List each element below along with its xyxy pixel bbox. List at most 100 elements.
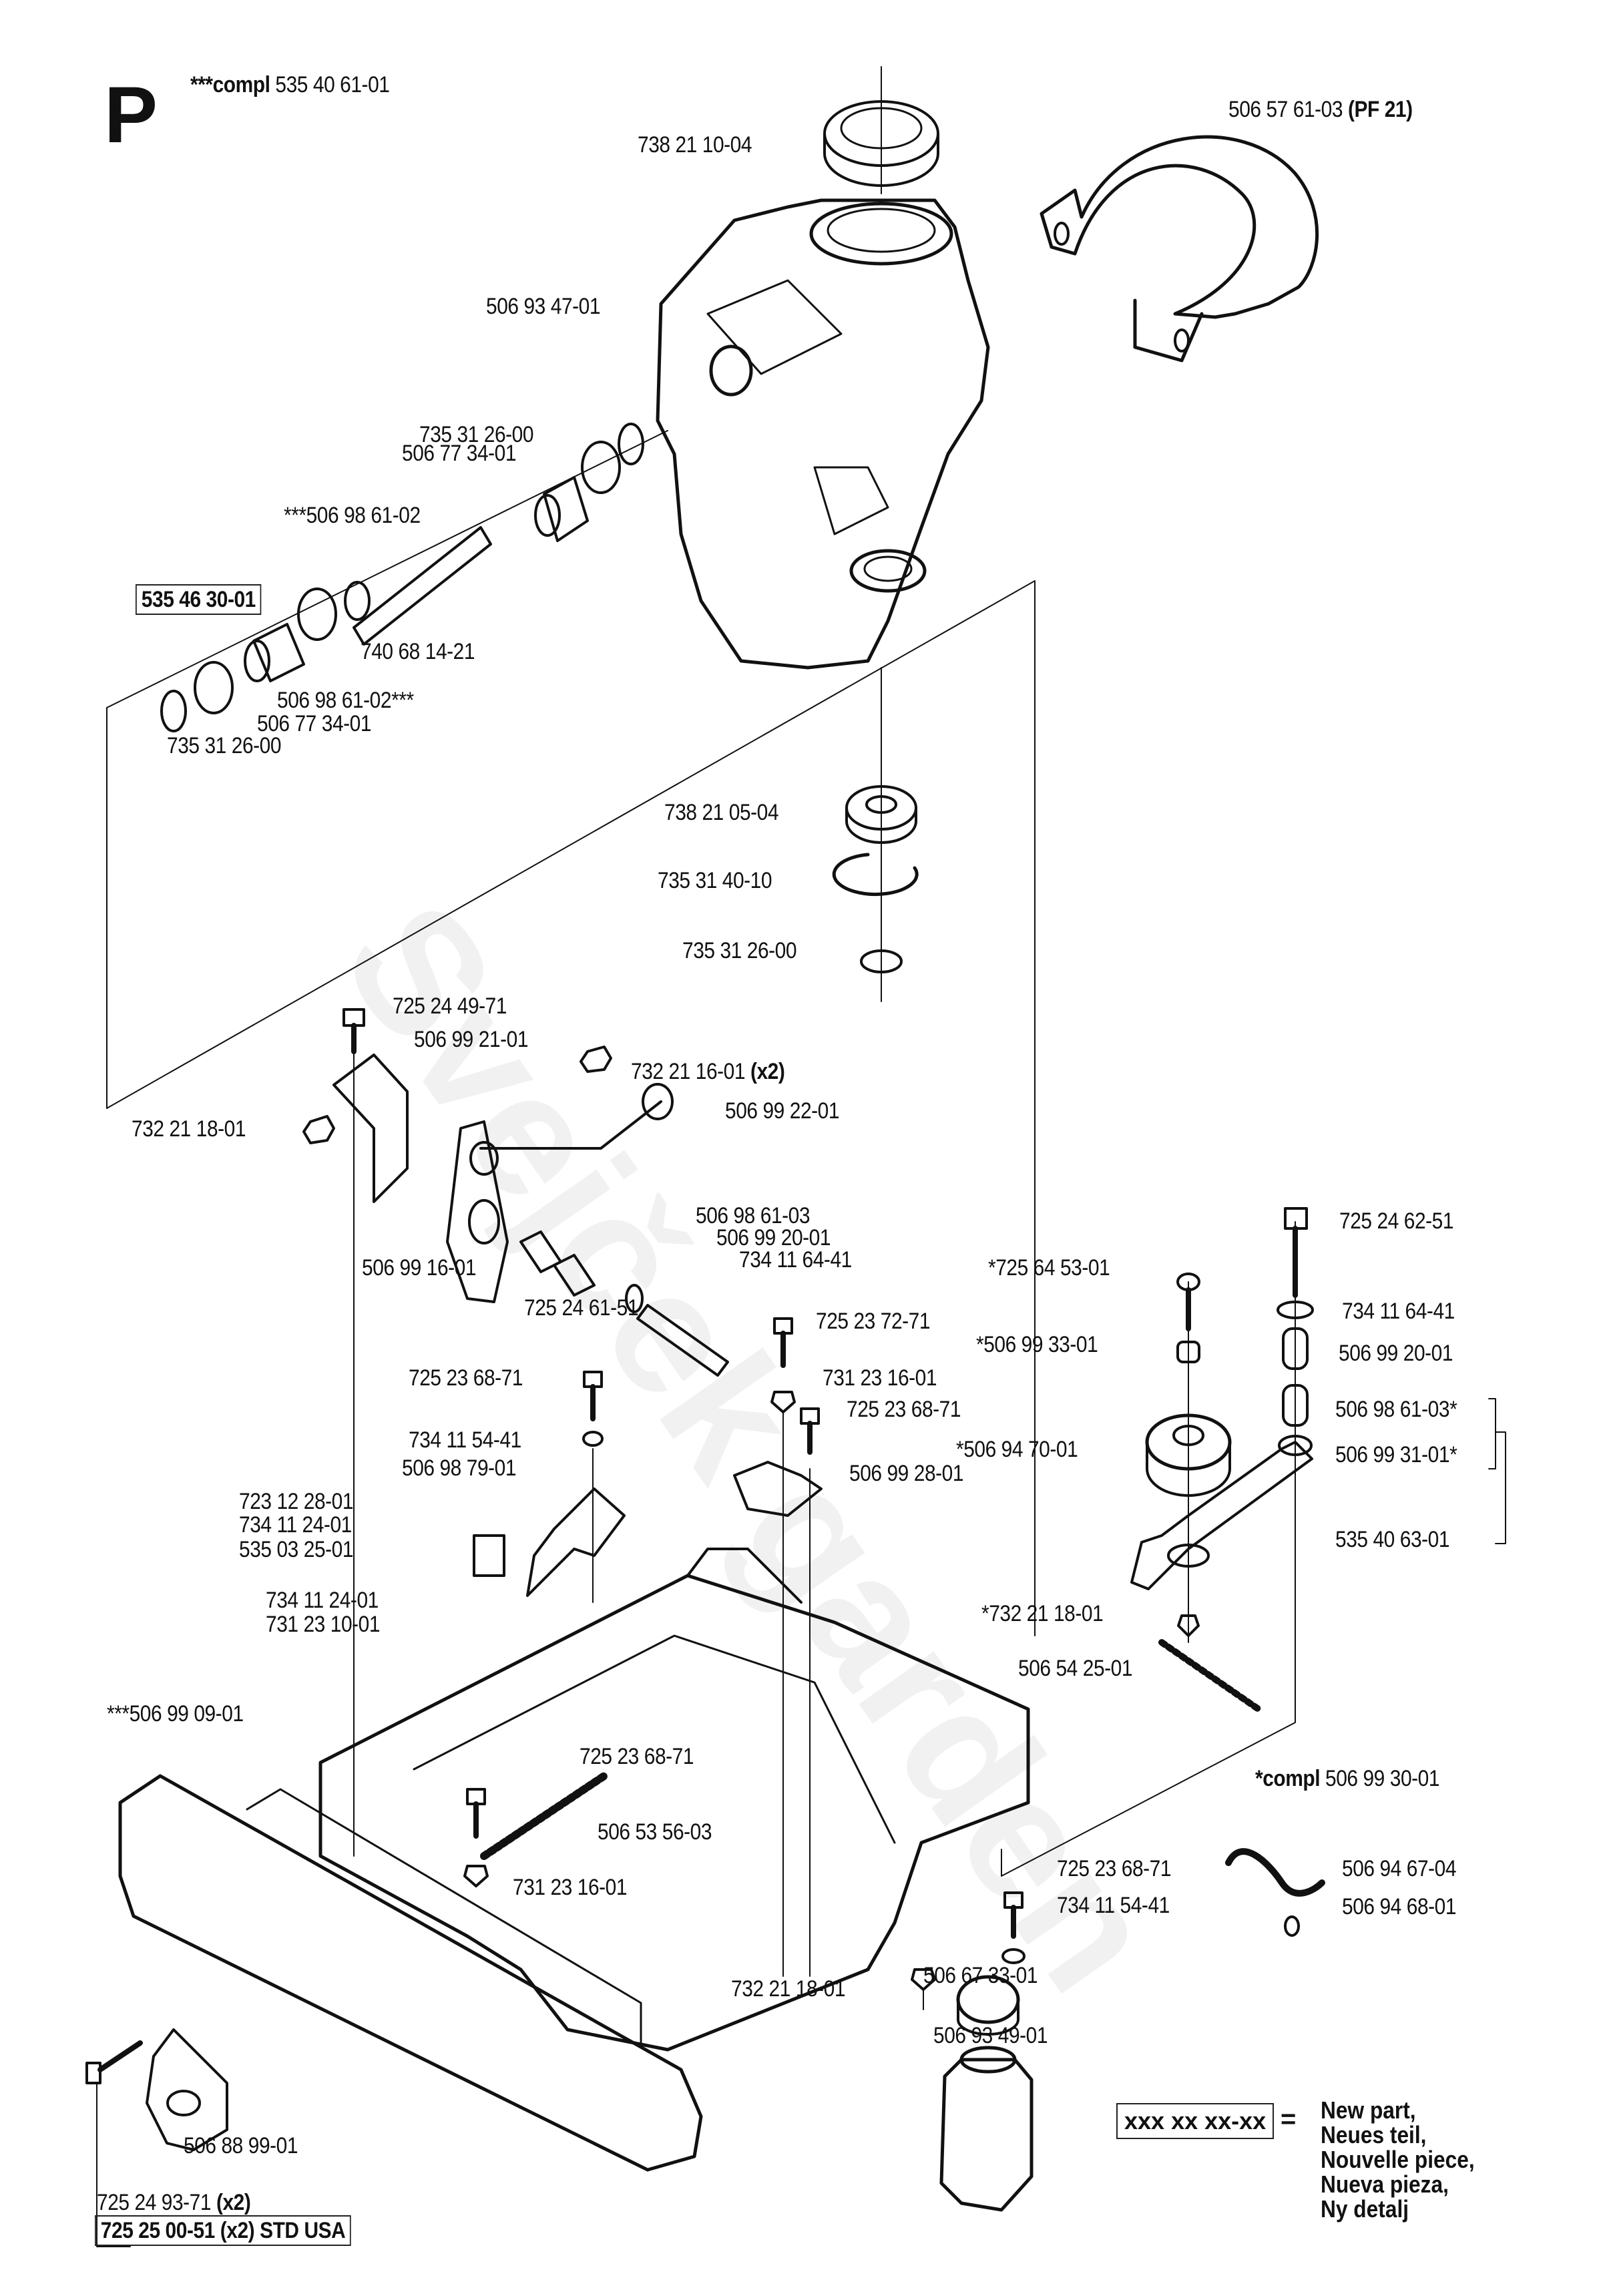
part-label[interactable]: 734 11 24-01 [266,1588,379,1613]
part-label[interactable]: 725 24 93-71 (x2) [97,2190,251,2215]
nut-icon-right [1177,1614,1200,1637]
part-label[interactable]: 734 11 64-41 [1342,1299,1455,1324]
rod-end-icon [469,1083,674,1176]
part-label[interactable]: 732 21 18-01 [731,1976,846,2002]
part-suffix: (PF 21) [1347,97,1413,122]
part-label[interactable]: 725 23 68-71 [409,1365,523,1391]
part-label[interactable]: 725 23 68-71 [1057,1856,1172,1881]
part-label[interactable]: *725 64 53-01 [988,1255,1110,1281]
assembly-title: ***compl 535 40 61-01 [190,72,390,97]
part-label[interactable]: *732 21 18-01 [981,1601,1104,1626]
part-label[interactable]: 734 11 54-41 [1057,1893,1170,1918]
part-label[interactable]: 735 31 40-10 [658,868,772,893]
bolt-icon-3 [800,1407,820,1977]
subassembly-number: 506 99 30-01 [1325,1766,1440,1791]
part-label[interactable]: 506 99 16-01 [362,1255,477,1281]
legend-line: Nueva pieza, [1321,2170,1449,2198]
part-label[interactable]: 506 99 28-01 [849,1461,964,1486]
part-label[interactable]: 735 31 26-00 [167,733,282,758]
part-label[interactable]: 506 99 22-01 [725,1098,840,1124]
legend-line: Ny detalj [1321,2195,1409,2223]
part-label[interactable]: 535 40 63-01 [1335,1527,1450,1552]
part-label[interactable]: 732 21 18-01 [132,1116,246,1142]
part-label[interactable]: 506 77 34-01 [257,711,372,736]
part-label[interactable]: 506 67 33-01 [923,1963,1038,1988]
bumper-bracket-icon [146,2028,228,2151]
bolt-small-icon [1176,1273,1200,1363]
part-label[interactable]: ***506 98 61-02 [284,503,421,528]
part-label[interactable]: 506 93 47-01 [486,294,601,319]
bolt-icon [343,1008,365,1054]
part-label[interactable]: *506 99 33-01 [976,1332,1098,1357]
legend-equals: = [1281,2104,1297,2134]
part-label[interactable]: 506 94 68-01 [1342,1894,1457,1919]
washer-icon [1277,1301,1314,1319]
part-label[interactable]: 734 11 24-01 [239,1512,352,1538]
part-label[interactable]: 506 99 20-01 [1339,1341,1453,1366]
part-label[interactable]: 506 98 79-01 [402,1455,517,1481]
bolt-icon-4 [582,1371,604,1603]
spacer-icon-right-1 [1282,1327,1309,1370]
bearing-top-icon [823,100,939,187]
part-label[interactable]: 506 57 61-03 (PF 21) [1228,97,1413,122]
plate-bracket-icon [733,1461,823,1517]
leader-frame-line [106,580,1036,1636]
leader-frame-right [1001,1568,1296,1877]
clamp-bracket-icon [1040,135,1319,363]
part-label[interactable]: 725 24 62-51 [1339,1208,1454,1234]
part-label[interactable]: 506 54 25-01 [1018,1656,1133,1681]
part-label-new[interactable]: 725 25 00-51 (x2) STD USA [95,2215,352,2246]
section-letter: P [104,70,158,160]
part-label[interactable]: 725 24 49-71 [393,993,507,1019]
part-label[interactable]: 506 98 61-03* [1335,1397,1457,1422]
legend-text: New part, Neues teil, Nouvelle piece, Nu… [1321,2098,1475,2221]
part-label[interactable]: 723 12 28-01 [239,1489,354,1514]
part-quantity: (x2) [750,1059,785,1084]
part-label[interactable]: 506 88 99-01 [184,2133,298,2158]
bumper-bolt-icon [85,2040,143,2084]
part-label[interactable]: 735 31 26-00 [419,422,534,447]
nut-icon-top [580,1046,612,1073]
bolt-icon-2 [770,1317,796,1977]
part-label[interactable]: 731 23 16-01 [513,1875,628,1900]
idler-pulley-icon [1145,1413,1232,1497]
part-label[interactable]: *506 94 70-01 [956,1437,1078,1462]
part-label-new[interactable]: 535 46 30-01 [136,584,262,615]
part-label[interactable]: 731 23 16-01 [823,1365,937,1391]
tank-cap-icon [956,1975,1020,2036]
part-label[interactable]: 506 94 67-04 [1342,1856,1457,1881]
part-label[interactable]: 506 98 61-02*** [277,688,414,713]
part-label[interactable]: 506 93 49-01 [933,2023,1048,2048]
micro-switch-icon [473,1534,505,1577]
hose-icon [1225,1848,1325,1897]
nut-icon-left [302,1115,335,1144]
part-label[interactable]: 725 23 72-71 [816,1309,931,1334]
pin-assembly-icon [160,423,644,732]
circlip-small-icon [860,949,903,973]
part-label[interactable]: 535 03 25-01 [239,1537,354,1562]
part-label[interactable]: 731 23 10-01 [266,1612,381,1637]
part-label[interactable]: 734 11 54-41 [409,1427,521,1453]
group-bracket [1488,1398,1496,1469]
part-label[interactable]: 506 77 34-01 [402,441,517,466]
bolt-icon-5 [463,1788,489,1887]
part-label[interactable]: 506 98 61-03 [696,1203,811,1228]
front-bumper-icon [118,1774,703,2172]
part-label[interactable]: 738 21 10-04 [638,132,752,158]
part-label[interactable]: 725 23 68-71 [847,1397,961,1422]
part-label[interactable]: 506 99 20-01 [716,1225,831,1250]
part-label[interactable]: ***506 99 09-01 [107,1701,244,1727]
part-label[interactable]: 738 21 05-04 [664,800,779,825]
part-label[interactable]: 734 11 64-41 [739,1247,852,1273]
part-label[interactable]: 506 99 31-01* [1335,1442,1457,1467]
part-label[interactable]: 740 68 14-21 [361,639,475,664]
part-label[interactable]: 732 21 16-01 (x2) [631,1059,785,1084]
part-label[interactable]: 506 53 56-03 [598,1819,712,1845]
legend-line: Neues teil, [1321,2121,1427,2148]
legend-new-part-box: xxx xx xx-xx [1116,2103,1275,2139]
part-label[interactable]: 735 31 26-00 [682,938,797,963]
part-label[interactable]: 725 24 61-51 [524,1295,639,1321]
part-label[interactable]: 506 99 21-01 [414,1027,529,1052]
part-number: 732 21 16-01 [631,1059,746,1084]
part-label[interactable]: 725 23 68-71 [580,1744,694,1769]
